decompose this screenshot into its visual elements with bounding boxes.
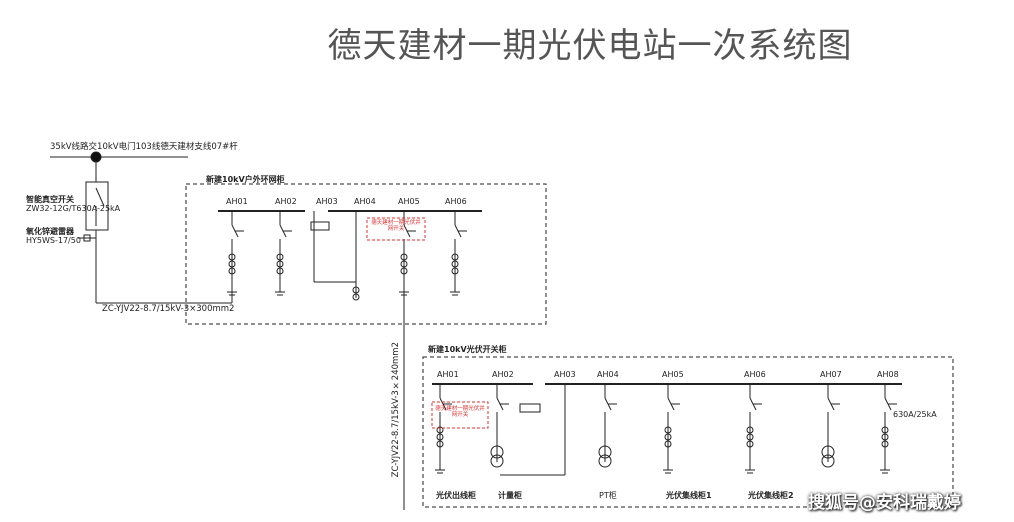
group2-title: 新建10kV光伏开关柜: [428, 345, 507, 354]
ah08-rating: 630A/25kA: [893, 410, 937, 419]
page-title: 德天建材一期光伏电站一次系统图: [327, 26, 853, 66]
g1-cabinet-label: AH05: [398, 197, 420, 206]
feeder-symbol: [598, 384, 617, 468]
g1-cabinet-label: AH03: [316, 197, 338, 206]
feeder-symbol: [275, 211, 292, 296]
g2-cabinet-label: AH01: [437, 370, 459, 379]
g2-cabinet-label: AH07: [820, 370, 842, 379]
g2-bottom-label: 光伏集线柜1: [666, 491, 712, 500]
cable2-label: ZC-YJV22-8.7/15kV-3×240mm2: [391, 342, 401, 478]
g2-bottom-label: PT柜: [599, 491, 617, 500]
group1-note: 德天建材一期光伏并网开关: [371, 220, 421, 232]
breaker-model: ZW32-12G/T630A-25kA: [26, 204, 121, 213]
g2-cabinet-label: AH03: [554, 370, 576, 379]
g2-cabinet-label: AH05: [662, 370, 684, 379]
incoming-line-label: 35kV线路交10kV电门103线德天建材支线07#杆: [50, 142, 238, 152]
arrester-label: 氧化锌避雷器: [26, 227, 74, 236]
breaker-label: 智能真空开关: [26, 195, 74, 204]
g2-cabinet-label: AH04: [597, 370, 619, 379]
g1-cabinet-label: AH02: [275, 197, 297, 206]
g2-cabinet-label: AH08: [877, 370, 899, 379]
cable1-label: ZC-YJV22-8.7/15kV-3×300mm2: [102, 304, 235, 314]
group1-title: 新建10kV户外环网柜: [206, 175, 285, 184]
g2-bottom-label: 计量柜: [498, 491, 522, 500]
g1-cabinet-label: AH01: [226, 197, 248, 206]
feeder-symbol: [880, 384, 897, 474]
feeder-symbol: [745, 384, 762, 474]
g2-cabinet-label: AH06: [744, 370, 766, 379]
g1-cabinet-label: AH04: [354, 197, 376, 206]
feeder-symbol: [821, 384, 840, 468]
feeder-symbol: [435, 384, 452, 474]
g2-bottom-label: 光伏集线柜2: [748, 491, 794, 500]
group2-note: 德天建材一期光伏并网开关: [435, 406, 485, 418]
g2-bottom-label: 光伏出线柜: [436, 491, 476, 500]
feeder-symbol: [490, 384, 509, 468]
feeder-symbol: [450, 211, 467, 296]
feeder-symbol: [227, 211, 244, 296]
watermark: 搜狐号@安科瑞戴婷: [808, 493, 961, 513]
g1-cabinet-label: AH06: [445, 197, 467, 206]
g2-cabinet-label: AH02: [492, 370, 514, 379]
feeder-symbol: [663, 384, 680, 474]
arrester-model: HY5WS-17/50: [26, 236, 81, 245]
